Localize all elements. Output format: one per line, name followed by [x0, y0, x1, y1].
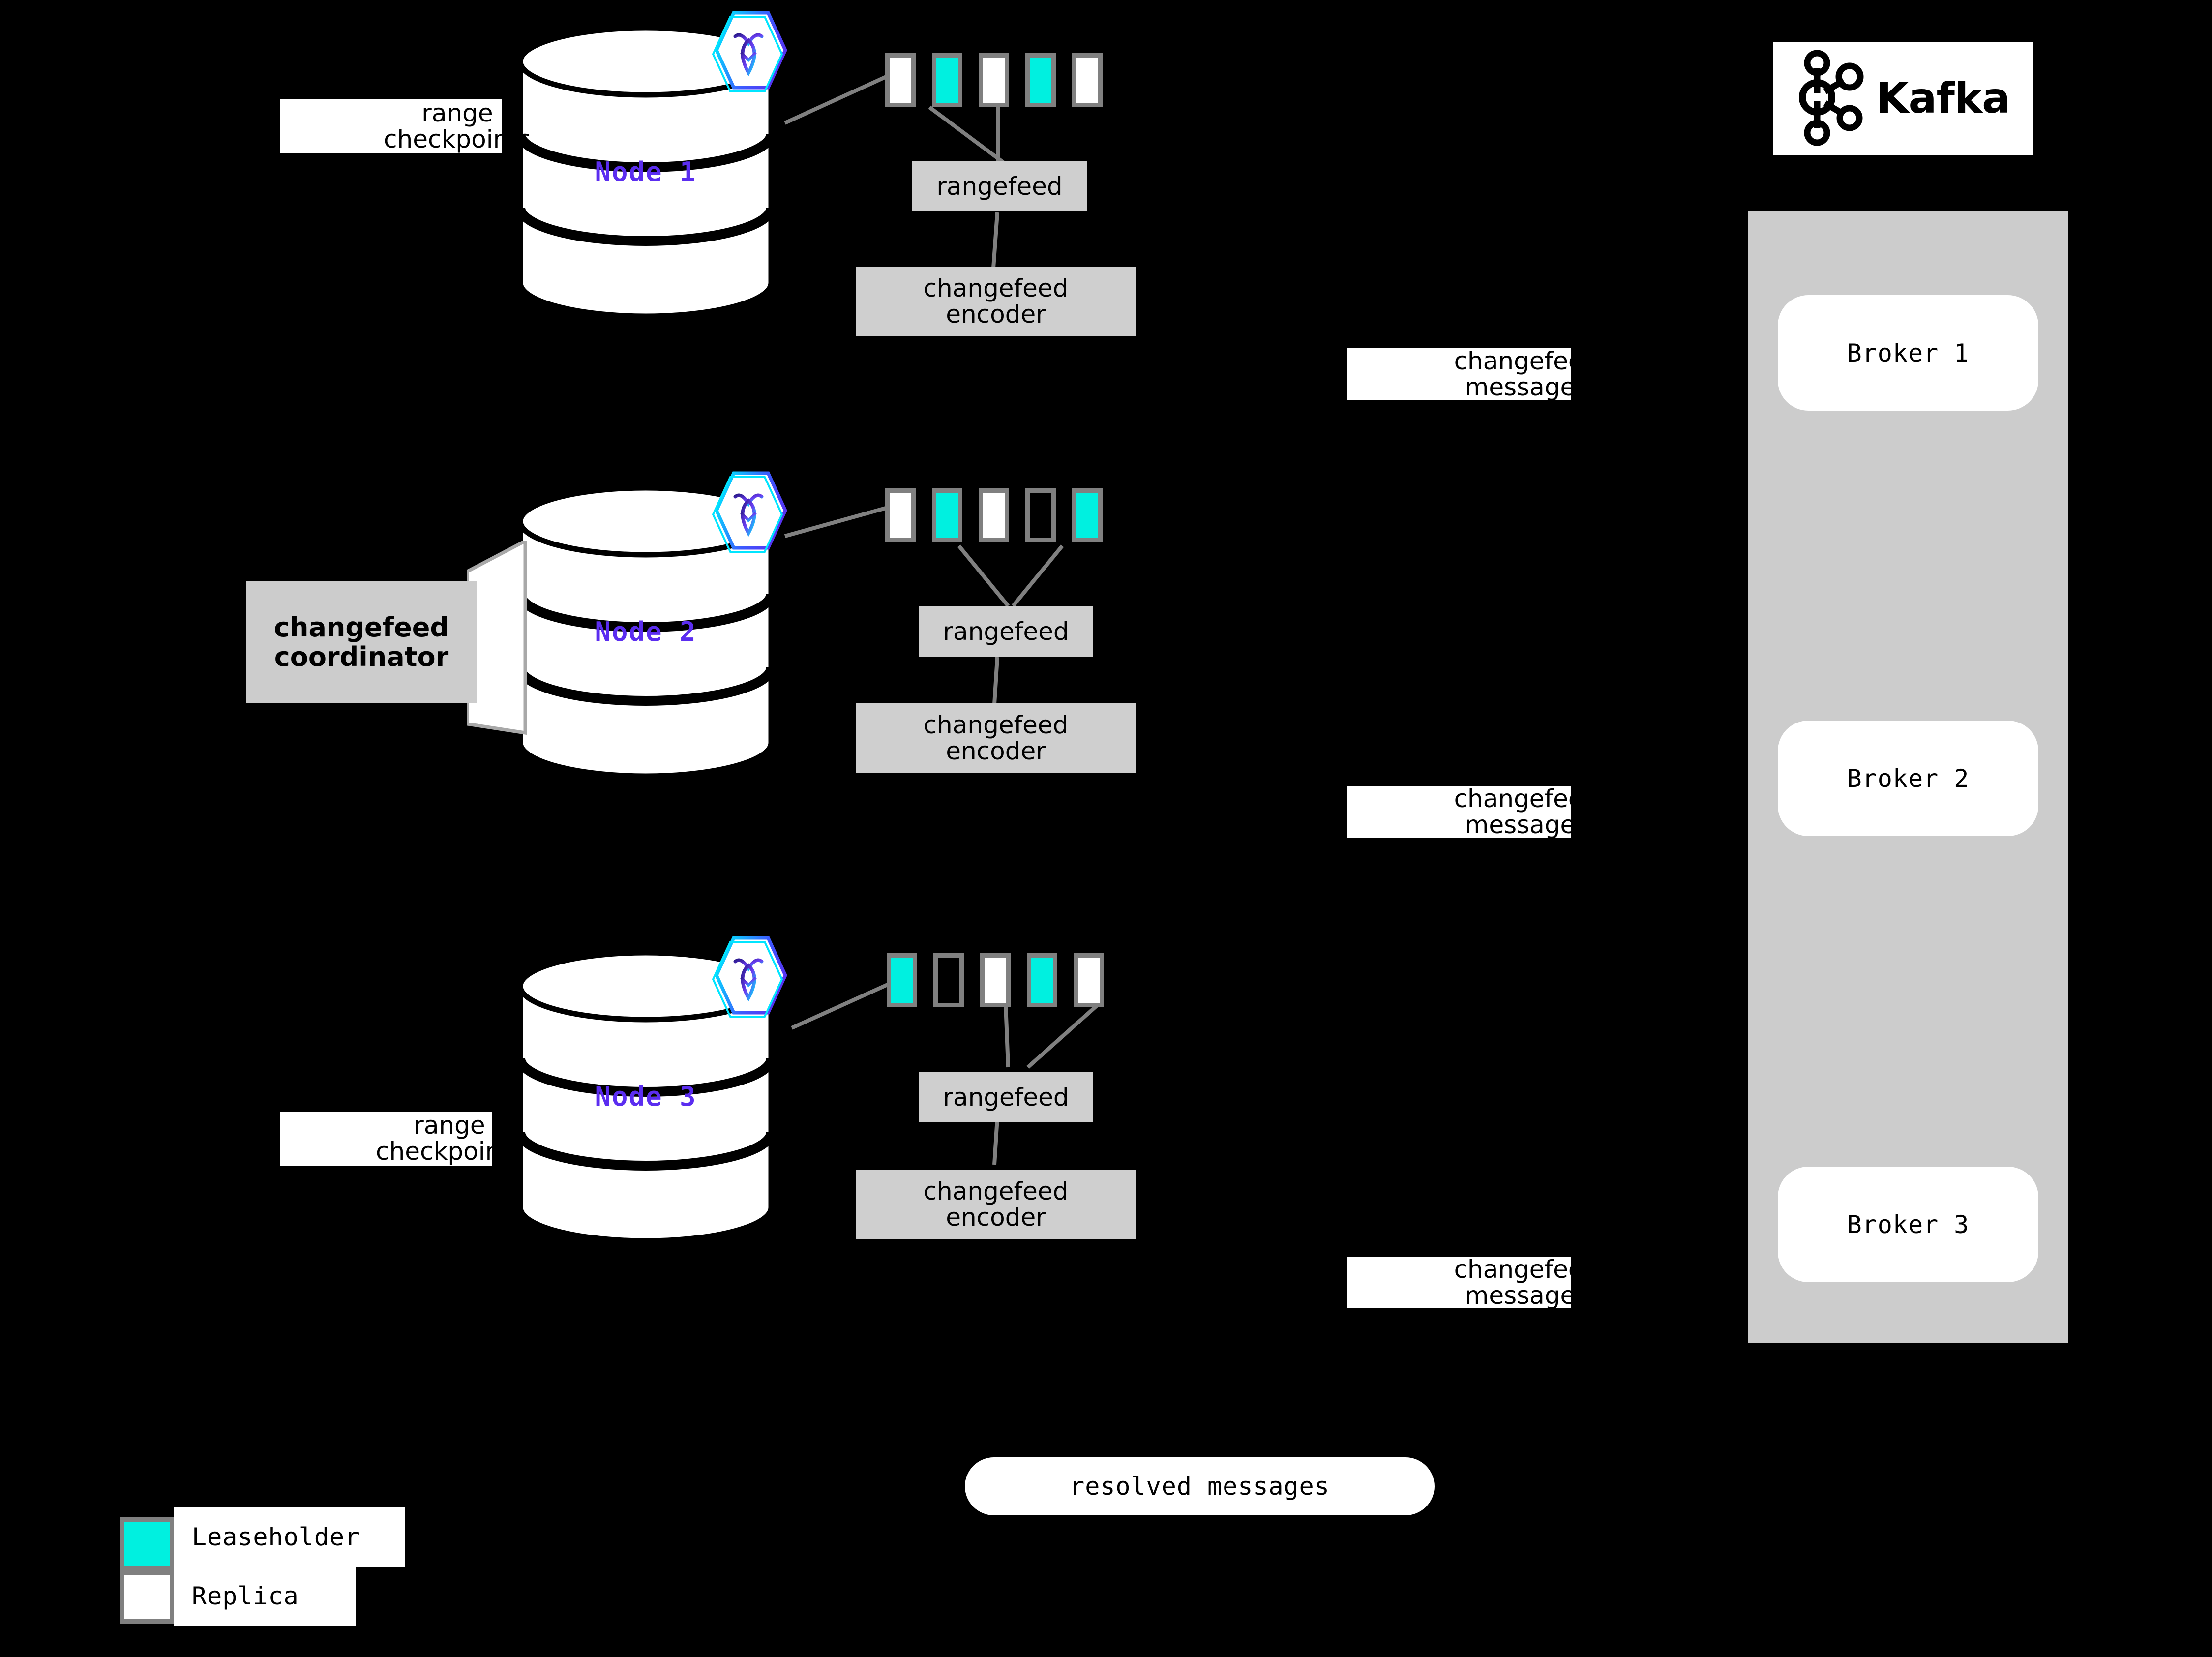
cfm-line-1: changefeed — [1454, 346, 1599, 375]
changefeed-messages-label-2: changefeed messages — [1347, 785, 1599, 838]
kafka-wordmark: Kafka — [1876, 74, 2010, 123]
range-row-1 — [885, 53, 1119, 107]
coordinator-line-2: coordinator — [274, 641, 449, 672]
range-box[interactable] — [1072, 488, 1103, 542]
kafka-node-graph-icon — [1796, 48, 1869, 149]
cfm-line-1: changefeed — [1454, 784, 1599, 813]
broker-pill-2[interactable]: Broker 2 — [1778, 721, 2038, 836]
range-box[interactable] — [979, 53, 1009, 107]
range-box[interactable] — [1072, 53, 1103, 107]
range-box[interactable] — [885, 488, 916, 542]
rangefeed-box-1[interactable]: rangefeed — [912, 161, 1087, 211]
range-box[interactable] — [933, 953, 964, 1007]
range-box[interactable] — [932, 53, 962, 107]
node-cylinder-2: Node 2 — [515, 484, 776, 780]
checkpoints-line-1: range — [421, 99, 493, 127]
changefeed-coordinator-box[interactable]: changefeed coordinator — [246, 581, 477, 703]
range-box[interactable] — [979, 488, 1009, 542]
checkpoints-line-2: checkpoints — [384, 125, 531, 153]
range-box[interactable] — [1074, 953, 1104, 1007]
legend-label-replica: Replica — [174, 1567, 356, 1626]
checkpoints-line-1: range — [414, 1111, 485, 1140]
range-box[interactable] — [1025, 488, 1056, 542]
checkpoints-line-2: checkpoints — [376, 1137, 523, 1166]
changefeed-encoder-box-2[interactable]: changefeed encoder — [856, 703, 1136, 773]
range-box[interactable] — [885, 53, 916, 107]
encoder-line-2: encoder — [946, 300, 1046, 329]
range-box[interactable] — [1027, 953, 1057, 1007]
coordinator-line-1: changefeed — [273, 611, 449, 643]
range-checkpoints-label-3: range checkpoints — [280, 1112, 523, 1166]
range-row-2 — [885, 488, 1119, 542]
broker-pill-1[interactable]: Broker 1 — [1778, 295, 2038, 411]
encoder-line-1: changefeed — [923, 711, 1069, 739]
resolved-messages-pill[interactable]: resolved messages — [965, 1457, 1435, 1515]
changefeed-messages-label-3: changefeed messages — [1347, 1256, 1599, 1308]
range-box[interactable] — [887, 953, 917, 1007]
node-cylinder-3: Node 3 — [515, 949, 776, 1244]
range-row-3 — [887, 953, 1120, 1007]
cfm-line-2: messages — [1465, 1281, 1588, 1310]
node-cylinder-1: Node 1 — [515, 25, 776, 320]
range-box[interactable] — [932, 488, 962, 542]
encoder-line-2: encoder — [946, 1203, 1046, 1232]
legend-swatch-leaseholder — [120, 1517, 174, 1570]
cockroachdb-hexagon-icon — [707, 931, 790, 1020]
range-box[interactable] — [1025, 53, 1056, 107]
encoder-line-1: changefeed — [923, 274, 1069, 302]
rangefeed-box-3[interactable]: rangefeed — [919, 1072, 1093, 1122]
coordinator-flap — [467, 541, 527, 735]
node-label-3: Node 3 — [595, 1081, 697, 1112]
node-label-1: Node 1 — [595, 156, 697, 187]
cfm-line-2: messages — [1465, 810, 1588, 839]
range-box[interactable] — [980, 953, 1011, 1007]
cockroachdb-hexagon-icon — [707, 6, 790, 94]
encoder-line-1: changefeed — [923, 1177, 1069, 1205]
kafka-logo-box: Kafka — [1773, 42, 2033, 155]
changefeed-messages-label-1: changefeed messages — [1347, 348, 1599, 400]
rangefeed-box-2[interactable]: rangefeed — [919, 606, 1093, 657]
legend-swatch-replica — [120, 1570, 174, 1624]
legend-label-leaseholder: Leaseholder — [174, 1507, 405, 1567]
encoder-line-2: encoder — [946, 737, 1046, 765]
changefeed-encoder-box-1[interactable]: changefeed encoder — [856, 267, 1136, 336]
cfm-line-1: changefeed — [1454, 1255, 1599, 1284]
cfm-line-2: messages — [1465, 372, 1588, 401]
cockroachdb-hexagon-icon — [707, 466, 790, 555]
broker-pill-3[interactable]: Broker 3 — [1778, 1167, 2038, 1282]
range-checkpoints-label-1: range checkpoints — [280, 99, 531, 153]
node-label-2: Node 2 — [595, 616, 697, 647]
changefeed-encoder-box-3[interactable]: changefeed encoder — [856, 1170, 1136, 1239]
